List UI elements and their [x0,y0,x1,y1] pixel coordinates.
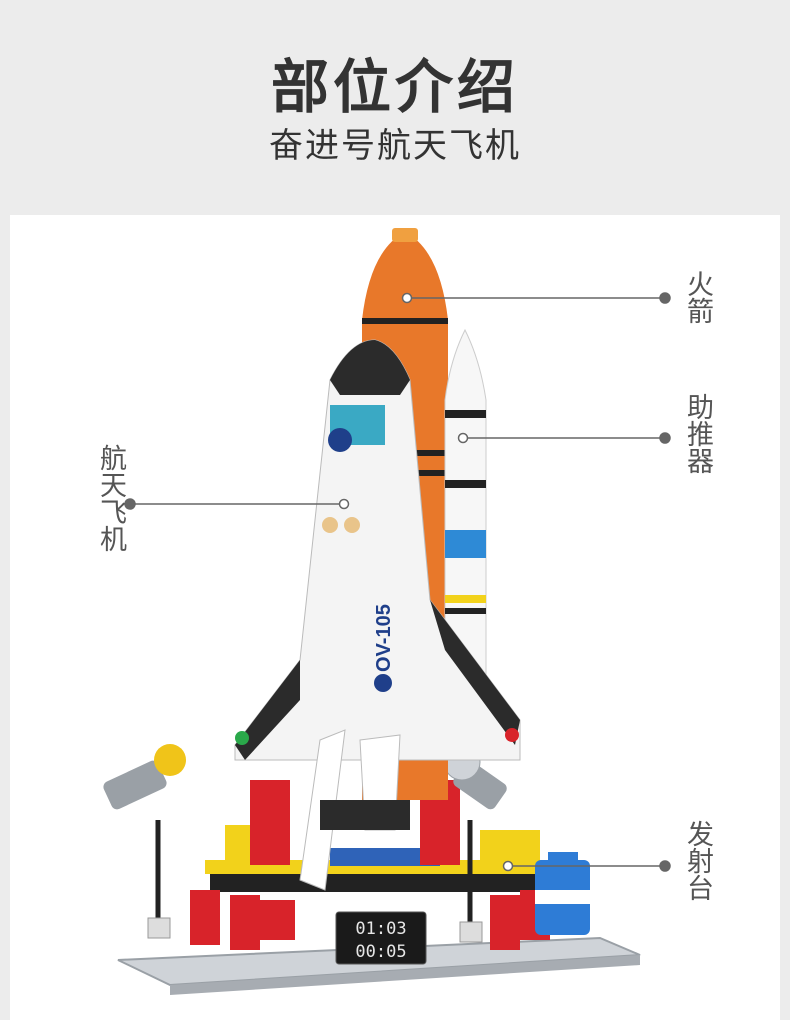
header: 部位介绍 奋进号航天飞机 [0,0,790,215]
page-title: 部位介绍 [270,53,519,121]
callout-shuttle-label: 航天飞机 [95,444,126,552]
countdown-clock: 01:03 00:05 [335,911,427,965]
callout-rocket-label: 火箭 [682,270,713,324]
callout-launch-pad-label: 发射台 [682,820,713,901]
callout-shuttle-line [124,498,350,510]
clock-bottom: 00:05 [355,942,406,962]
floodlight-left [103,744,186,939]
callout-booster-line [457,432,671,444]
page-subtitle: 奋进号航天飞机 [269,126,521,166]
callout-booster-label: 助推器 [682,393,713,474]
space-shuttle [234,339,521,891]
water-tank [535,852,590,935]
shuttle-badge: OV-105 [373,604,395,672]
clock-top: 01:03 [355,919,406,939]
launch-platform [190,780,550,950]
callout-launch-pad-line [502,860,671,872]
callout-rocket-line [401,292,671,304]
booster-rocket [444,328,487,681]
